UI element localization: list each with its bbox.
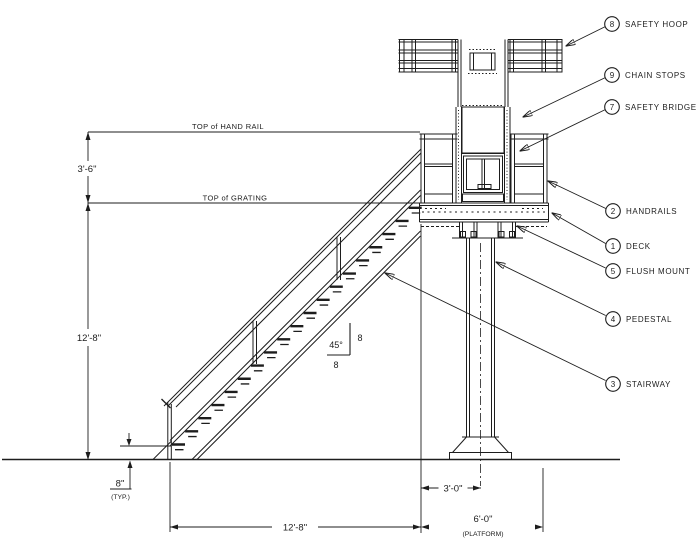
flush-mount	[421, 221, 547, 239]
total-height-dim: 12'-8"	[77, 333, 101, 344]
svg-text:FLUSH MOUNT: FLUSH MOUNT	[626, 267, 690, 276]
bridge-latch	[477, 184, 492, 189]
dim-riser: 8" (TYP.)	[110, 433, 171, 501]
svg-text:SAFETY BRIDGE: SAFETY BRIDGE	[625, 103, 697, 112]
svg-text:9: 9	[610, 71, 615, 80]
callout-safety-bridge: 7 SAFETY BRIDGE	[520, 99, 697, 151]
slope-symbol: 45° 8 8	[327, 323, 363, 370]
dim-left-heights: 3'-6" 12'-8"	[77, 132, 101, 460]
callout-stairway: 3 STAIRWAY	[385, 273, 671, 392]
pedestal-offset-dim: 3'-0"	[444, 484, 463, 495]
platform-width-note: (PLATFORM)	[462, 531, 503, 538]
slope-angle: 45°	[329, 340, 343, 350]
stairway	[152, 148, 422, 460]
callout-safety-hoop: 8 SAFETY HOOP	[566, 16, 688, 46]
svg-text:PEDESTAL: PEDESTAL	[626, 315, 672, 324]
top-of-hand-rail-label: TOP of HAND RAIL	[192, 122, 264, 131]
top-of-grating-label: TOP of GRATING	[203, 194, 268, 203]
callout-flush-mount: 5 FLUSH MOUNT	[517, 226, 690, 279]
stair-run-dim: 12'-8"	[283, 523, 307, 534]
bridge-kick-strip	[462, 193, 504, 202]
riser-note: (TYP.)	[111, 494, 130, 501]
svg-text:4: 4	[611, 315, 616, 324]
pedestal	[449, 238, 512, 486]
svg-text:1: 1	[611, 242, 616, 251]
chain-stops-curtain	[461, 106, 505, 154]
platform-handrails	[419, 133, 549, 203]
slope-rise: 8	[357, 333, 362, 343]
rail-height-dim: 3'-6"	[78, 164, 97, 175]
svg-text:2: 2	[611, 207, 616, 216]
stair-treads	[172, 206, 422, 446]
svg-text:8: 8	[610, 20, 615, 29]
platform-width-dim: 6'-0"	[474, 514, 493, 525]
riser-dim: 8"	[116, 479, 125, 490]
callouts: 8 SAFETY HOOP 9 CHAIN STOPS 7 SAFETY BRI…	[385, 16, 697, 392]
svg-text:3: 3	[611, 380, 616, 389]
svg-text:STAIRWAY: STAIRWAY	[626, 380, 671, 389]
callout-deck: 1 DECK	[552, 213, 651, 254]
level-lines: TOP of HAND RAIL TOP of GRATING	[88, 122, 420, 204]
svg-text:5: 5	[611, 267, 616, 276]
svg-text:SAFETY HOOP: SAFETY HOOP	[625, 20, 688, 29]
safety-hoop	[398, 39, 563, 107]
deck	[419, 202, 549, 223]
svg-text:HANDRAILS: HANDRAILS	[626, 207, 677, 216]
stair-treads-hidden	[175, 212, 421, 451]
safety-bridge	[462, 155, 504, 202]
callout-chain-stops: 9 CHAIN STOPS	[523, 67, 686, 117]
svg-text:DECK: DECK	[626, 242, 651, 251]
svg-text:7: 7	[610, 103, 615, 112]
callout-handrails: 2 HANDRAILS	[548, 181, 677, 219]
slope-run: 8	[333, 360, 338, 370]
svg-text:CHAIN STOPS: CHAIN STOPS	[625, 71, 686, 80]
dim-bottom: 12'-8" 6'-0" (PLATFORM) 3'-0"	[169, 224, 544, 538]
callout-pedestal: 4 PEDESTAL	[496, 262, 672, 327]
